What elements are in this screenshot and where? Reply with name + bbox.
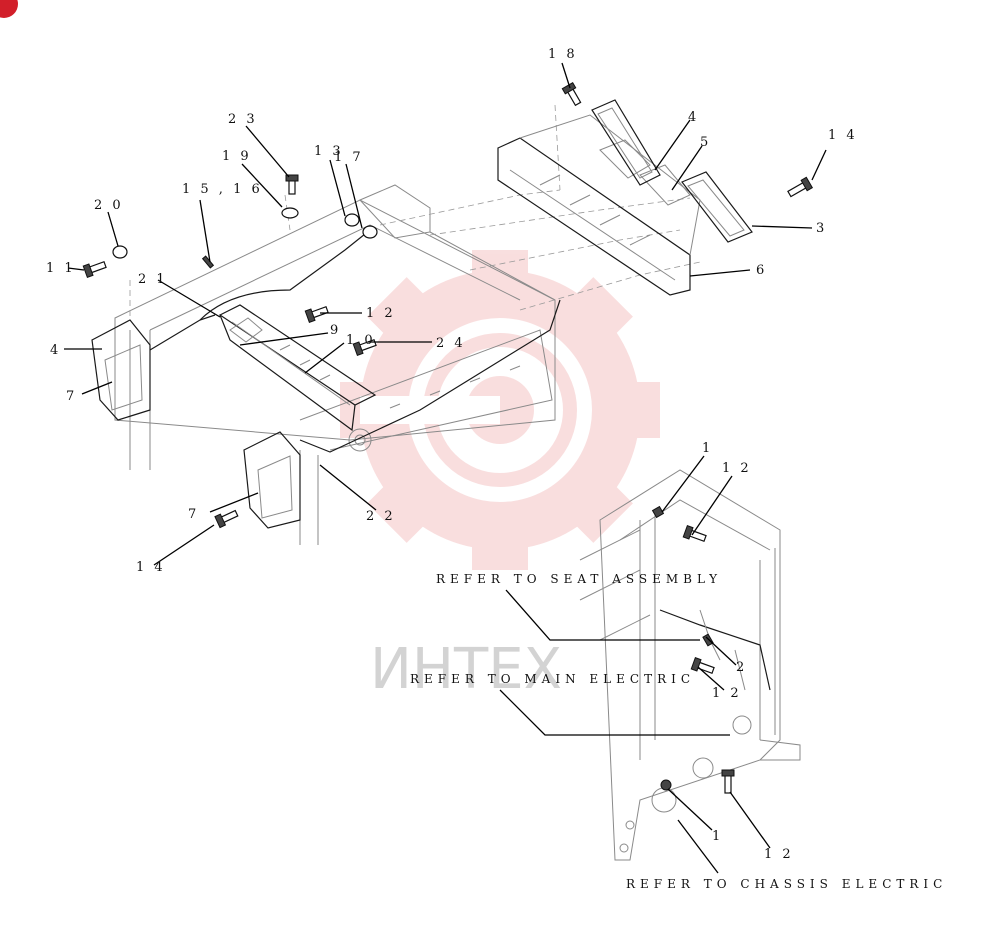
bolt-18 bbox=[561, 81, 582, 107]
callout-7b: 7 bbox=[188, 507, 199, 522]
clip-1-post-lower bbox=[660, 779, 672, 791]
note-seat-assembly: REFER TO SEAT ASSEMBLY bbox=[436, 572, 722, 586]
bolt-12-post-c bbox=[721, 769, 735, 794]
callout-1b: 1 bbox=[712, 829, 723, 844]
callout-19: 1 9 bbox=[222, 149, 252, 164]
callout-12d: 1 2 bbox=[764, 847, 794, 862]
callout-1a: 1 bbox=[702, 441, 713, 456]
bolt-12-upper bbox=[304, 305, 329, 323]
filter-panels bbox=[591, 99, 753, 243]
callout-labels: 1 8 4 5 1 4 3 6 2 3 1 9 1 3 1 7 1 5 , 1 … bbox=[46, 47, 858, 862]
callout-11: 1 1 bbox=[46, 261, 76, 276]
watermark-text: ИНТЕХ bbox=[370, 637, 562, 702]
callout-21: 2 1 bbox=[138, 272, 168, 287]
washer-20 bbox=[112, 245, 128, 259]
callout-12b: 1 2 bbox=[722, 461, 752, 476]
callout-14b: 1 4 bbox=[136, 560, 166, 575]
clip-1-post bbox=[651, 505, 665, 519]
callout-6: 6 bbox=[756, 263, 767, 278]
ceiling-console bbox=[218, 304, 377, 432]
bolt-14-lower bbox=[214, 509, 239, 529]
callout-20: 2 0 bbox=[94, 198, 124, 213]
callout-17: 1 7 bbox=[334, 150, 364, 165]
washer-13 bbox=[344, 213, 360, 227]
right-pod bbox=[243, 431, 301, 529]
callout-18: 1 8 bbox=[548, 47, 578, 62]
callout-3: 3 bbox=[816, 221, 827, 236]
bolt-12-post-b bbox=[690, 657, 715, 675]
callout-12a: 1 2 bbox=[366, 306, 396, 321]
callout-15-16: 1 5 , 1 6 bbox=[182, 182, 263, 197]
callout-4a: 4 bbox=[688, 110, 699, 125]
bolt-23 bbox=[285, 174, 299, 195]
washer-17 bbox=[362, 225, 378, 239]
clip-15-16 bbox=[201, 255, 215, 269]
callout-5: 5 bbox=[700, 135, 711, 150]
callout-7a: 7 bbox=[66, 389, 77, 404]
callout-23: 2 3 bbox=[228, 112, 258, 127]
callout-13: 1 3 bbox=[314, 144, 344, 159]
wire-harness-2 bbox=[199, 229, 371, 321]
note-main-electric: REFER TO MAIN ELECTRIC bbox=[410, 672, 695, 686]
bolt-14-upper bbox=[787, 176, 814, 198]
callout-10: 1 0 bbox=[346, 333, 376, 348]
watermark-gear-icon bbox=[340, 250, 660, 570]
callout-12c: 1 2 bbox=[712, 686, 742, 701]
callout-2: 2 bbox=[736, 660, 747, 675]
corner-badge bbox=[0, 0, 18, 18]
washer-19 bbox=[281, 207, 299, 219]
callout-4b: 4 bbox=[50, 343, 61, 358]
callout-9: 9 bbox=[330, 323, 341, 338]
bolt-11 bbox=[82, 260, 107, 278]
bolt-12-post-a bbox=[682, 525, 707, 543]
clip-2-post bbox=[702, 633, 714, 647]
rear-cover bbox=[497, 114, 701, 296]
cab-frame bbox=[114, 184, 556, 545]
left-pod bbox=[91, 319, 151, 421]
callout-24: 2 4 bbox=[436, 336, 466, 351]
note-chassis-electric: REFER TO CHASSIS ELECTRIC bbox=[626, 877, 947, 891]
callout-14a: 1 4 bbox=[828, 128, 858, 143]
callout-22: 2 2 bbox=[366, 509, 396, 524]
leader-lines bbox=[64, 62, 827, 874]
